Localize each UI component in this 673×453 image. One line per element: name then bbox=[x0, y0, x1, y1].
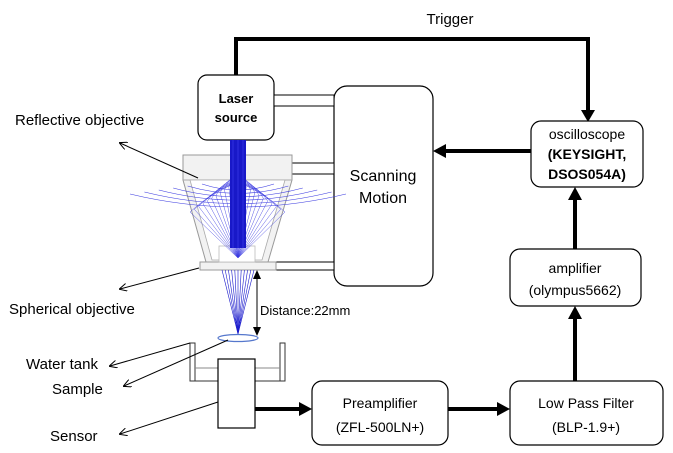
trigger-label: Trigger bbox=[427, 11, 474, 28]
water-tank-leader bbox=[110, 342, 191, 366]
amp-label-line1: amplifier bbox=[549, 260, 602, 276]
focus-ray bbox=[231, 269, 239, 335]
sensor-to-pre-arrow bbox=[255, 402, 312, 416]
amp-to-osc-arrow bbox=[568, 187, 582, 249]
lpf-label-line2: (BLP-1.9+) bbox=[552, 419, 620, 435]
water-tank-label: Water tank bbox=[26, 356, 98, 373]
osc-label-line2: (KEYSIGHT, bbox=[548, 146, 627, 162]
oscilloscope-box: oscilloscope (KEYSIGHT, DSOS054A) bbox=[530, 120, 644, 188]
focus-ray bbox=[237, 269, 255, 335]
osc-label-line1: oscilloscope bbox=[549, 126, 625, 142]
sensor-label: Sensor bbox=[50, 428, 98, 445]
focus-ray bbox=[237, 269, 242, 335]
amp-label-line2: (olympus5662) bbox=[529, 282, 622, 298]
laser-label-line2: source bbox=[215, 110, 258, 125]
spherical-objective-label: Spherical objective bbox=[9, 301, 135, 318]
spherical-leader bbox=[120, 267, 200, 289]
scanning-label-line1: Scanning bbox=[350, 168, 417, 185]
focus-ray bbox=[228, 269, 239, 335]
scan-links bbox=[273, 94, 335, 271]
sensor-body bbox=[217, 358, 256, 429]
osc-label-line3: DSOS054A) bbox=[548, 166, 626, 182]
pre-label-line2: (ZFL-500LN+) bbox=[336, 419, 424, 435]
low-pass-filter-box: Low Pass Filter (BLP-1.9+) bbox=[509, 380, 664, 446]
lpf-to-amp-arrow bbox=[568, 306, 582, 381]
distance-label: Distance:22mm bbox=[260, 303, 350, 318]
laser-beam-lines bbox=[232, 140, 244, 248]
leader-lines bbox=[110, 143, 229, 434]
focus-ray bbox=[237, 269, 248, 335]
reflective-leader bbox=[120, 143, 199, 179]
focus-cone bbox=[221, 269, 255, 335]
focus-ray bbox=[221, 269, 239, 335]
laser-source-box: Laser source bbox=[197, 74, 275, 141]
scanning-label-line2: Motion bbox=[359, 190, 407, 207]
laser-label-line1: Laser bbox=[219, 91, 254, 106]
scanning-motion-box: Scanning Motion bbox=[333, 85, 434, 287]
preamplifier-box: Preamplifier (ZFL-500LN+) bbox=[311, 380, 449, 446]
sample-leader bbox=[124, 339, 229, 386]
amplifier-box: amplifier (olympus5662) bbox=[509, 248, 642, 307]
osc-to-scan-arrow bbox=[433, 144, 531, 158]
focus-ray bbox=[237, 269, 252, 335]
distance-marker bbox=[253, 270, 261, 336]
pre-label-line1: Preamplifier bbox=[343, 395, 418, 411]
focus-ray bbox=[237, 269, 245, 335]
focus-spot bbox=[217, 333, 259, 343]
lpf-label-line1: Low Pass Filter bbox=[538, 395, 634, 411]
reflective-objective-label: Reflective objective bbox=[15, 112, 144, 129]
sensor-leader bbox=[120, 401, 219, 434]
focus-ray bbox=[234, 269, 239, 335]
sample-label: Sample bbox=[52, 381, 103, 398]
pre-to-lpf-arrow bbox=[448, 402, 510, 416]
focus-ray bbox=[224, 269, 239, 335]
trigger-connection bbox=[234, 37, 595, 122]
